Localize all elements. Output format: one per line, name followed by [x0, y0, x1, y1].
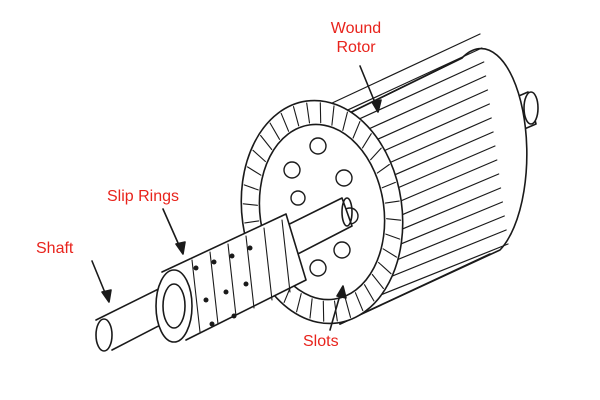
- slip-ring-groove: [227, 243, 237, 317]
- slip-ring-groove: [191, 259, 201, 333]
- slots-pointer: [329, 285, 347, 331]
- slip-ring-groove: [263, 227, 273, 301]
- shaft-pointer: [91, 260, 112, 303]
- rotor-slot: [344, 297, 352, 318]
- rotor-slot: [244, 220, 260, 224]
- slip-ring-groove: [209, 251, 219, 325]
- slip-rings-pointer: [162, 208, 186, 255]
- rotor-slot: [296, 293, 302, 313]
- rotor-slot: [243, 184, 259, 191]
- rotor-slot: [252, 149, 266, 163]
- wound-rotor-label: Wound Rotor: [318, 19, 394, 57]
- rotor-slot: [370, 147, 382, 161]
- slip-ring-groove: [245, 235, 255, 309]
- rotor-slot: [376, 163, 390, 174]
- rotor-slot: [309, 298, 313, 319]
- slip-ring-assembly: [155, 213, 307, 343]
- slip-rings-label: Slip Rings: [107, 188, 180, 205]
- rotor-slot: [242, 203, 258, 206]
- rotor-slot: [306, 102, 311, 124]
- rotor-slot: [385, 233, 401, 240]
- rotor-slot: [363, 284, 375, 302]
- rotor-bar: [331, 47, 483, 118]
- rotor-bar: [329, 33, 481, 105]
- rotor-slot: [280, 112, 290, 132]
- rotor-slot: [342, 111, 348, 131]
- rotor-slot: [381, 181, 396, 189]
- rotor-slot: [352, 121, 361, 139]
- rotor-slot: [384, 200, 400, 204]
- wound-rotor-label-line2: Rotor: [336, 39, 376, 56]
- shaft-label: Shaft: [36, 240, 74, 257]
- rotor-slot: [354, 292, 364, 312]
- rotor-slot: [371, 273, 384, 290]
- ring-bolts: [193, 245, 253, 327]
- wound-rotor-label-line1: Wound: [330, 20, 382, 37]
- rotor-slot: [382, 248, 398, 258]
- rotor-slot: [246, 166, 262, 176]
- rotor-slot: [331, 105, 335, 126]
- rotor-slot: [260, 134, 273, 151]
- rotor-slot: [361, 133, 372, 149]
- slots-label: Slots: [303, 333, 339, 350]
- rotor-slot: [386, 218, 402, 221]
- slip-ring-groove: [281, 219, 291, 293]
- rotor-slot: [269, 122, 281, 140]
- rotor-slot: [292, 106, 300, 127]
- rotor-slot: [378, 261, 392, 275]
- wound-rotor-pointer: [359, 65, 382, 113]
